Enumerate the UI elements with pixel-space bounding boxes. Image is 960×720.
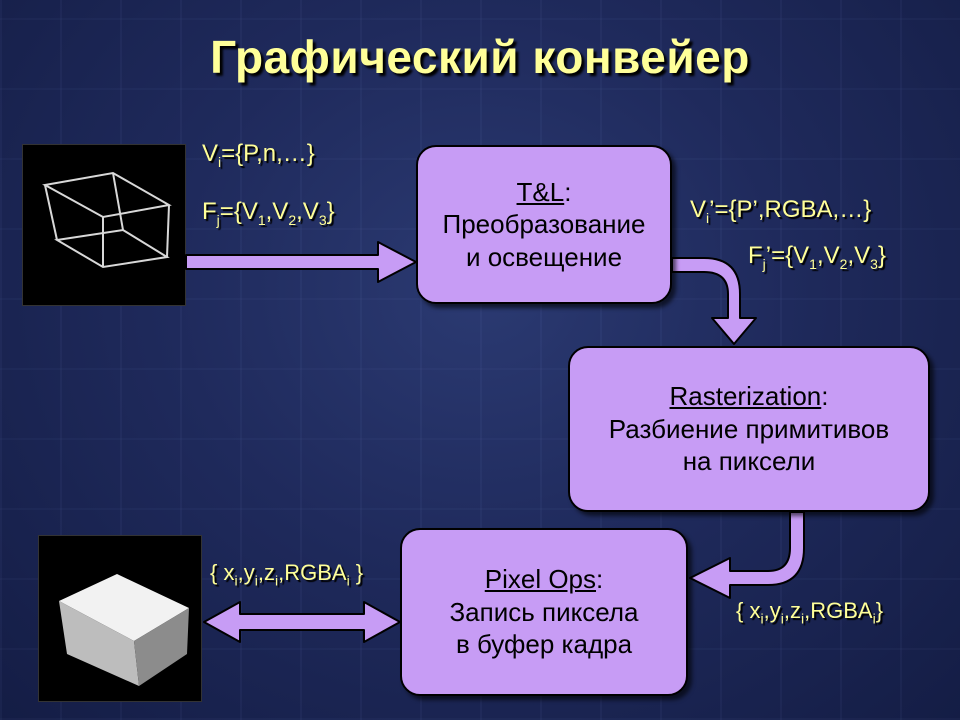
arrow-frame-buffer-double <box>203 601 401 643</box>
input-vertices-label: Vi={P,n,…} <box>202 140 315 170</box>
pixelops-heading: Pixel Ops <box>484 564 597 595</box>
page-title: Графический конвейер <box>210 31 750 83</box>
rasterization-line2: на пиксели <box>682 446 816 477</box>
pixelops-line2: в буфер кадра <box>455 629 633 660</box>
pixelops-line1: Запись пиксела <box>449 596 639 627</box>
rendered-cube-image <box>38 535 202 702</box>
pixel-data-label-right: { xi,yi,zi,RGBAi} <box>736 598 884 627</box>
tl-line1: Преобразование <box>442 209 646 240</box>
rasterization-heading: Rasterization <box>669 381 822 412</box>
output-vertices-label: Vi’={P’,RGBA,…} <box>690 196 872 226</box>
tl-stage-box: T&L: Преобразование и освещение <box>416 145 672 304</box>
pixel-data-label-left: { xi,yi,zi,RGBAi } <box>210 560 364 589</box>
pixelops-stage-box: Pixel Ops: Запись пиксела в буфер кадра <box>400 528 688 696</box>
arrow-tl-to-raster <box>671 257 757 345</box>
input-faces-label: Fj={V1,V2,V3} <box>202 198 335 228</box>
rasterization-line1: Разбиение примитивов <box>608 413 890 444</box>
tl-heading: T&L <box>516 176 565 207</box>
tl-line2: и освещение <box>465 241 623 272</box>
rasterization-stage-box: Rasterization: Разбиение примитивов на п… <box>568 346 930 512</box>
arrow-raster-to-pixelops <box>689 511 805 599</box>
wireframe-cube-image <box>22 144 186 306</box>
output-faces-label: Fj’={V1,V2,V3} <box>748 242 886 272</box>
wireframe-cube-drawing <box>42 171 172 269</box>
arrow-input-to-tl <box>185 241 417 283</box>
rendered-cube-drawing <box>59 574 189 686</box>
